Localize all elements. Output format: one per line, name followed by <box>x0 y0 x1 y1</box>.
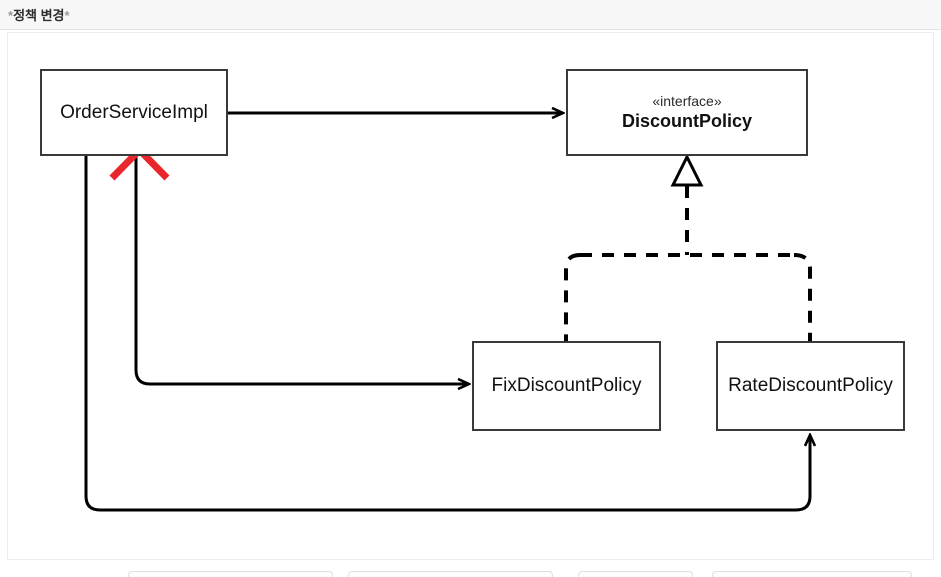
uml-class-name: DiscountPolicy <box>621 111 753 132</box>
title-asterisk-right: * <box>64 8 70 23</box>
page-title: *정책 변경* <box>8 5 70 24</box>
bottom-cards-strip <box>0 562 941 577</box>
uml-class-order-service-impl[interactable]: OrderServiceImpl <box>40 69 228 156</box>
header-bar: *정책 변경* <box>0 0 941 30</box>
uml-stereotype-label: «interface» <box>652 93 722 110</box>
bottom-card[interactable] <box>578 571 693 577</box>
title-text: 정책 변경 <box>13 8 65 23</box>
bottom-card[interactable] <box>348 571 553 577</box>
uml-class-name: RateDiscountPolicy <box>728 375 893 397</box>
title-asterisk-left: * <box>8 8 14 23</box>
uml-interface-discount-policy[interactable]: «interface» DiscountPolicy <box>566 69 808 156</box>
uml-class-rate-discount-policy[interactable]: RateDiscountPolicy <box>716 341 905 431</box>
bottom-card[interactable] <box>128 571 333 577</box>
uml-class-name: OrderServiceImpl <box>60 101 208 123</box>
uml-class-fix-discount-policy[interactable]: FixDiscountPolicy <box>472 341 661 431</box>
uml-class-name: FixDiscountPolicy <box>491 375 642 397</box>
bottom-card[interactable] <box>712 571 912 577</box>
